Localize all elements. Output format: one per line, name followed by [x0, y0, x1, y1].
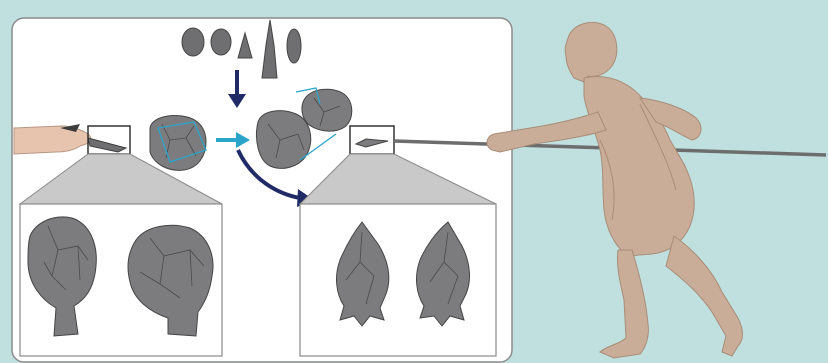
stone-blank-1 [182, 28, 204, 56]
stone-blank-5 [287, 29, 301, 63]
core-icon [150, 116, 206, 171]
stone-blank-2 [211, 29, 231, 55]
